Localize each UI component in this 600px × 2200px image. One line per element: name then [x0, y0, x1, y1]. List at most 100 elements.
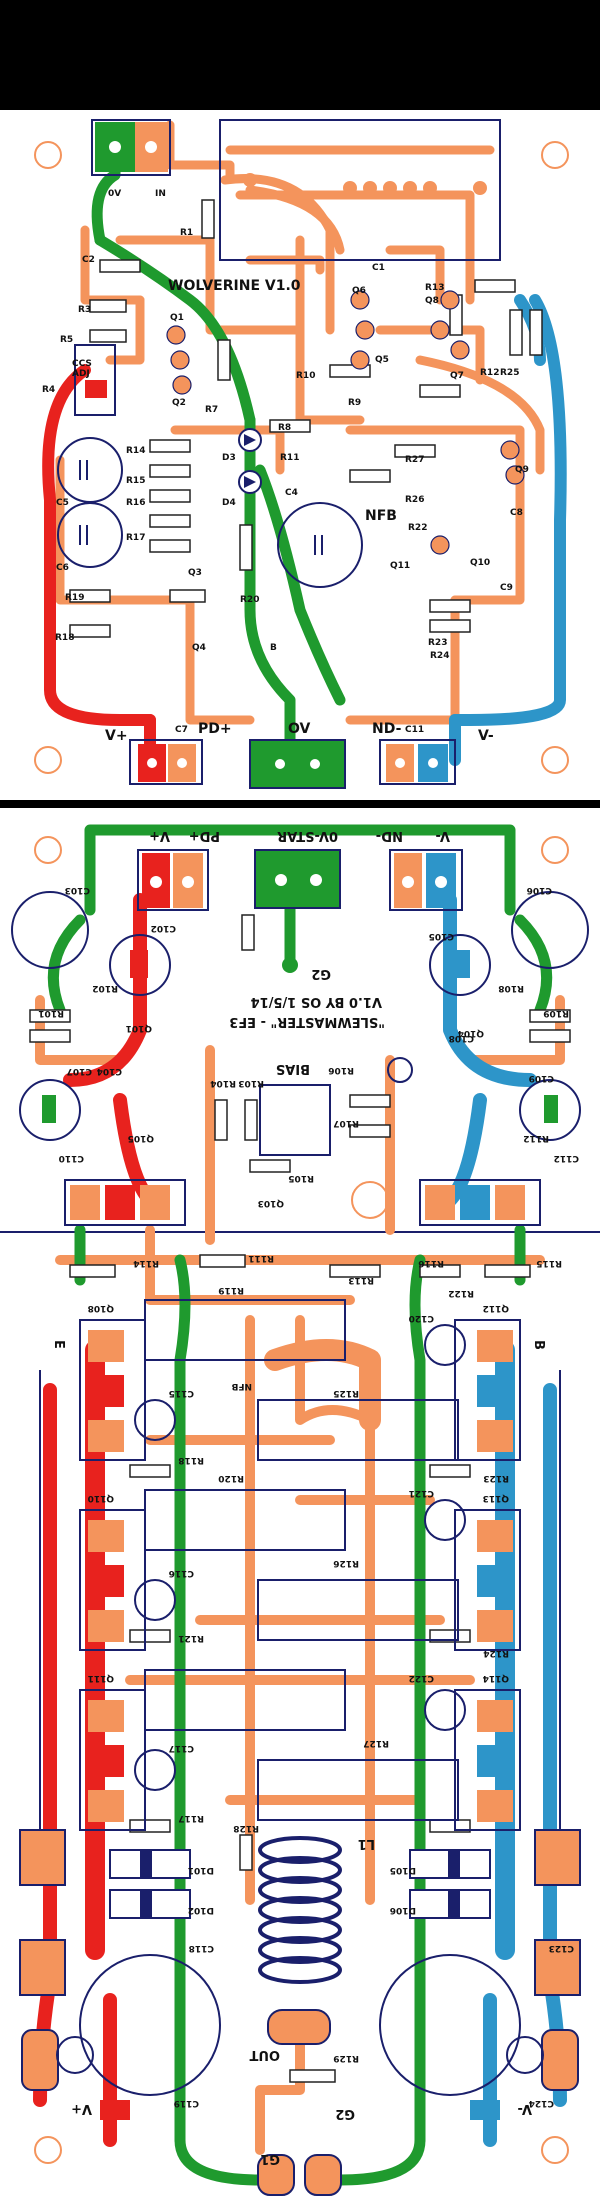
output-bypass-caps — [134, 1324, 466, 1791]
rail-label-vplus-top: V+ — [105, 728, 128, 744]
top-right-module-outline — [219, 119, 501, 261]
label-r114: R114 — [133, 1258, 159, 1268]
connector-label-in: IN — [155, 189, 166, 199]
edge-rails — [39, 1370, 561, 1850]
output-pads — [100, 2009, 500, 2196]
label-r123: R123 — [483, 1473, 509, 1483]
label-d102: D102 — [188, 1905, 214, 1915]
inductor-l1 — [258, 1836, 342, 1984]
label-r121: R121 — [178, 1633, 204, 1643]
rail-label-ov-top: OV — [288, 721, 311, 737]
label-r102: R102 — [92, 983, 118, 993]
board-title-line2: V1.0 BY OS 1/5/14 — [251, 994, 382, 1009]
label-c107: C107 — [67, 1066, 92, 1076]
out-label: OUT — [249, 2047, 280, 2062]
label-q101: Q101 — [126, 1023, 152, 1033]
label-q108: Q108 — [88, 1303, 114, 1313]
label-c105: C105 — [429, 931, 454, 941]
label-c8: C8 — [510, 508, 523, 518]
cap-polarity-marks — [79, 460, 323, 555]
rail-label-pdplus-top: PD+ — [198, 721, 232, 737]
label-r11: R11 — [280, 453, 299, 463]
label-d105: D105 — [390, 1865, 416, 1875]
label-c108: C108 — [449, 1033, 474, 1043]
label-r106: R106 — [328, 1065, 354, 1075]
label-r104: R104 — [210, 1078, 236, 1088]
led-d3-d4 — [238, 428, 262, 494]
output-diodes — [109, 1849, 491, 1919]
label-c11: C11 — [405, 725, 424, 735]
label-c106: C106 — [527, 885, 552, 895]
label-c115: C115 — [169, 1388, 194, 1398]
label-q6: Q6 — [352, 286, 366, 296]
label-r122: R122 — [448, 1288, 474, 1298]
label-r10: R10 — [296, 371, 315, 381]
label-r112: R112 — [523, 1133, 549, 1143]
rail-label-vminus-top: V- — [478, 728, 494, 744]
label-r118: R118 — [178, 1455, 204, 1465]
label-c123: C123 — [549, 1943, 574, 1953]
label-q110: Q110 — [88, 1493, 114, 1503]
label-q3: Q3 — [188, 568, 202, 578]
label-r22: R22 — [408, 523, 427, 533]
bias-trimmer — [259, 1057, 413, 1219]
label-r116: R116 — [418, 1258, 444, 1268]
label-c112: C112 — [554, 1153, 579, 1163]
label-r115: R115 — [536, 1258, 562, 1268]
label-r128: R128 — [233, 1823, 259, 1833]
top-resistors — [69, 199, 543, 638]
label-c118: C118 — [189, 1943, 214, 1953]
label-r7: R7 — [205, 405, 218, 415]
label-c2: C2 — [82, 255, 95, 265]
top-power-header — [129, 739, 456, 789]
label-r108: R108 — [498, 983, 524, 993]
label-r5: R5 — [60, 335, 73, 345]
label-q114: Q114 — [483, 1673, 509, 1683]
label-q11: Q11 — [390, 561, 410, 571]
label-r117: R117 — [178, 1813, 204, 1823]
label-r23: R23 — [428, 638, 447, 648]
bottom-upper-caps — [11, 891, 589, 1141]
label-r20: R20 — [240, 595, 259, 605]
mounting-holes — [34, 141, 569, 2164]
label-r124: R124 — [483, 1648, 509, 1658]
label-r109: R109 — [543, 1008, 569, 1018]
rail-label-vplus-bottom: V+ — [71, 2101, 92, 2116]
label-d101: D101 — [188, 1865, 214, 1875]
output-transistors-left — [79, 1319, 146, 1831]
label-c1: C1 — [372, 263, 385, 273]
connector-label-0v: 0V — [108, 189, 121, 199]
label-q9: Q9 — [515, 465, 529, 475]
top-transistors — [166, 290, 525, 555]
supply-side-pads — [19, 1829, 581, 2091]
label-nfb-top: NFB — [365, 508, 397, 524]
label-r25: R25 — [500, 368, 519, 378]
g1-label: G1 — [260, 2151, 280, 2166]
label-r9: R9 — [348, 398, 361, 408]
label-c117: C117 — [169, 1743, 194, 1753]
b-label: B — [531, 1340, 546, 1350]
label-c121: C121 — [409, 1488, 434, 1498]
label-r12: R12 — [480, 368, 499, 378]
label-r111: R111 — [248, 1253, 274, 1263]
label-r14: R14 — [126, 446, 145, 456]
label-r8: R8 — [278, 423, 291, 433]
g2b-label: G2 — [335, 2106, 355, 2121]
label-r3: R3 — [78, 305, 91, 315]
label-r1: R1 — [180, 228, 193, 238]
input-connector — [91, 119, 171, 176]
nfb-label: NFB — [231, 1381, 252, 1391]
e-label: E — [51, 1340, 66, 1349]
label-r24: R24 — [430, 651, 449, 661]
label-q105: Q105 — [128, 1133, 154, 1143]
label-c110: C110 — [59, 1153, 84, 1163]
l1-label: L1 — [358, 1836, 375, 1851]
label-q7: Q7 — [450, 371, 464, 381]
g2-pad — [282, 957, 298, 973]
label-q111: Q111 — [88, 1673, 114, 1683]
label-c4: C4 — [285, 488, 298, 498]
label-d106: D106 — [390, 1905, 416, 1915]
label-r27: R27 — [405, 455, 424, 465]
bulk-caps-bottom — [56, 1954, 544, 2096]
